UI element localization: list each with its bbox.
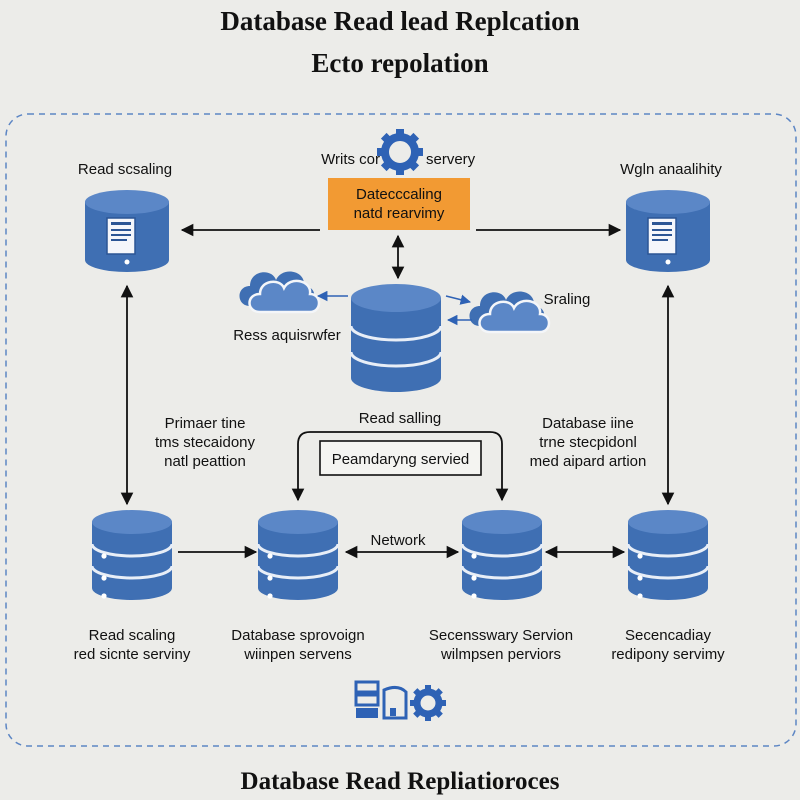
footer-title: Database Read Repliatioroces [240,768,560,795]
db-top-right [626,190,710,272]
label-middle-right: Database iine trne stecpidonl med aipard… [529,415,647,470]
document-icon [382,685,408,720]
label-db-bottom-4: Secencadiay redipony servimy [611,627,725,663]
label-writes-right: servery [426,151,476,168]
page-title: Database Read lead Replcation [220,6,580,36]
db-bottom-2 [256,508,340,602]
server-icon [354,680,380,718]
dashed-frame [5,113,797,747]
gear-icon [377,129,423,175]
document-icon [647,217,677,265]
label-cloud-right: Sraling [543,291,591,308]
center-box-label: Peamdaryng servied [331,451,470,468]
label-cloud-left: Ress aquisrwfer [233,327,341,344]
label-db-bottom-2: Database sprovoign wiinpen servens [231,627,365,663]
page-subtitle: Ecto repolation [311,48,489,78]
document-icon [106,217,136,265]
label-db-bottom-3: Secensswary Servion wilmpsen perviors [428,627,574,663]
db-top-left [85,190,169,272]
db-bottom-4 [626,508,710,602]
db-bottom-1 [90,508,174,602]
label-middle-center: Read salling [358,410,442,427]
label-middle-left: Primaer tine tms stecaidony natl peattio… [154,415,256,470]
orange-box [328,178,470,230]
db-center [349,284,443,392]
label-network: Network [370,532,426,549]
arrow-cloud-right-a [445,294,472,305]
arrow-route-left [291,431,400,502]
label-availability-top: Wgln anaalihity [620,161,722,178]
label-writes-left: Writs cor [321,151,380,168]
label-read-scaling-top: Read scsaling [77,161,173,178]
label-db-bottom-1: Read scaling red sicnte serviny [73,627,191,663]
arrow-route-right [400,431,509,502]
gear-icon [410,685,446,721]
center-box [319,440,482,476]
orange-box-label: Datecccaling natd rearvimy [353,186,445,222]
cloud-icon [238,270,321,314]
db-bottom-3 [460,508,544,602]
